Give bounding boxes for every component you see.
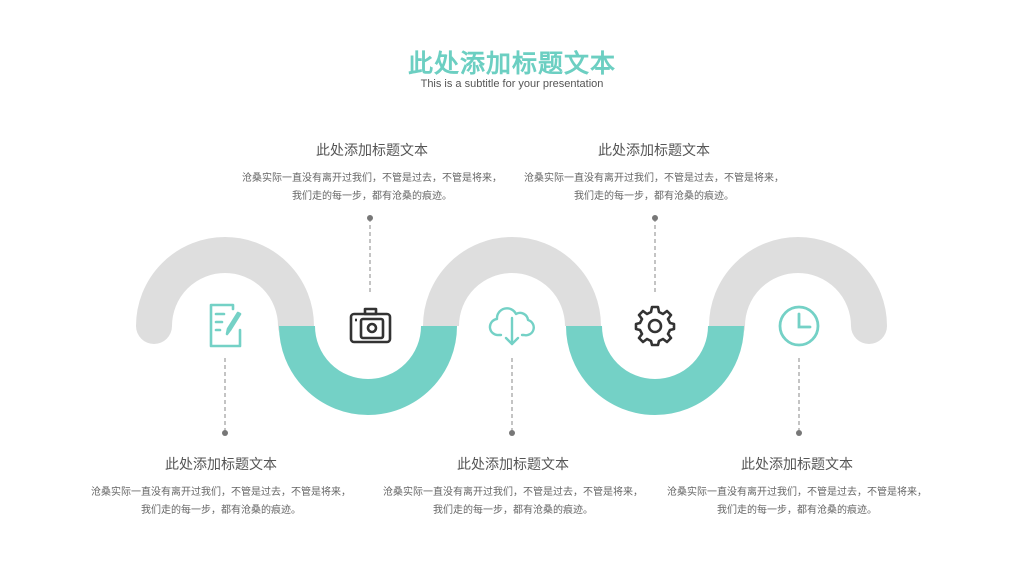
connector-dot (509, 430, 515, 436)
gear-icon (634, 305, 676, 347)
page-subtitle: This is a subtitle for your presentation (420, 78, 604, 90)
top-item-2: 此处添加标题文本 沧桑实际一直没有离开过我们，不管是过去，不管是将来， 我们走的… (514, 140, 794, 206)
item-text-line: 沧桑实际一直没有离开过我们，不管是过去，不管是将来， (242, 173, 502, 184)
arc-gray-3 (709, 237, 887, 344)
item-text-line: 我们走的每一步，都有沧桑的痕迹。 (433, 505, 593, 516)
clock-icon (778, 305, 820, 347)
arc-gray-2 (423, 237, 601, 327)
item-text-line: 我们走的每一步，都有沧桑的痕迹。 (574, 191, 734, 202)
cloud-download-icon (488, 307, 535, 346)
item-text-line: 沧桑实际一直没有离开过我们，不管是过去，不管是将来， (91, 487, 351, 498)
item-title: 此处添加标题文本 (316, 143, 428, 159)
item-text-line: 沧桑实际一直没有离开过我们，不管是过去，不管是将来， (524, 173, 784, 184)
item-title: 此处添加标题文本 (598, 143, 710, 159)
bottom-item-1: 此处添加标题文本 沧桑实际一直没有离开过我们，不管是过去，不管是将来， 我们走的… (81, 454, 361, 520)
item-text-line: 我们走的每一步，都有沧桑的痕迹。 (717, 505, 877, 516)
item-title: 此处添加标题文本 (741, 457, 853, 473)
item-title: 此处添加标题文本 (165, 457, 277, 473)
bottom-item-2: 此处添加标题文本 沧桑实际一直没有离开过我们，不管是过去，不管是将来， 我们走的… (373, 454, 653, 520)
item-text-line: 我们走的每一步，都有沧桑的痕迹。 (292, 191, 452, 202)
edit-document-icon (209, 303, 242, 348)
arc-gray-1 (136, 237, 314, 344)
top-item-1: 此处添加标题文本 沧桑实际一直没有离开过我们，不管是过去，不管是将来， 我们走的… (232, 140, 512, 206)
item-text-line: 沧桑实际一直没有离开过我们，不管是过去，不管是将来， (383, 487, 643, 498)
connector-dot (652, 215, 658, 221)
item-text-line: 沧桑实际一直没有离开过我们，不管是过去，不管是将来， (667, 487, 927, 498)
connector-dot (222, 430, 228, 436)
item-title: 此处添加标题文本 (457, 457, 569, 473)
connector-dot (367, 215, 373, 221)
camera-icon (349, 307, 392, 344)
item-text-line: 我们走的每一步，都有沧桑的痕迹。 (141, 505, 301, 516)
connector-dot (796, 430, 802, 436)
arc-teal-2 (566, 325, 744, 415)
page-title: 此处添加标题文本 (407, 49, 616, 78)
arc-teal-1 (279, 325, 457, 415)
bottom-item-3: 此处添加标题文本 沧桑实际一直没有离开过我们，不管是过去，不管是将来， 我们走的… (657, 454, 937, 520)
